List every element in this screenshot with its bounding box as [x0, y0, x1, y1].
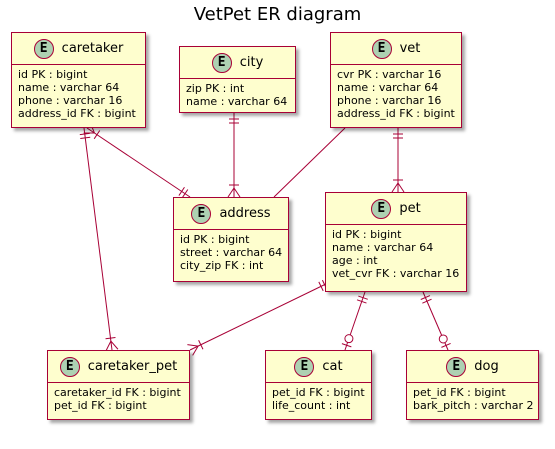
attribute-list: id PK : bigint name : varchar 64 phone :… — [12, 65, 145, 123]
attribute: pet_id FK : bigint — [272, 386, 365, 399]
diagram-title: VetPet ER diagram — [193, 4, 362, 25]
attribute-list: pet_id FK : bigint life_count : int — [266, 383, 371, 415]
entity-icon: E — [59, 356, 80, 377]
attribute: vet_cvr FK : varchar 16 — [332, 267, 460, 280]
entity-icon: E — [191, 203, 212, 224]
attribute-list: cvr PK : varchar 16 name : varchar 64 ph… — [331, 65, 461, 123]
attribute: age : int — [332, 254, 378, 267]
relationship-pet-cat — [341, 291, 368, 351]
entity-name: vet — [399, 41, 421, 56]
attribute-list: pet_id FK : bigint bark_pitch : varchar … — [407, 383, 538, 415]
attribute: name : varchar 64 — [332, 241, 434, 254]
attribute: bark_pitch : varchar 2 — [413, 399, 534, 412]
entity-icon: E — [211, 52, 232, 73]
entity-header: E caretaker_pet — [48, 351, 189, 383]
entity-city[interactable]: E city zip PK : int name : varchar 64 — [179, 46, 296, 113]
attribute: zip PK : int — [186, 82, 245, 95]
attribute: pet_id FK : bigint — [413, 386, 506, 399]
attribute: phone : varchar 16 — [337, 94, 442, 107]
relationship-caretaker-address — [83, 122, 191, 199]
attribute: city_zip FK : int — [180, 259, 264, 272]
entity-name: caretaker — [61, 41, 124, 56]
relationship-vet-pet — [391, 128, 405, 193]
attribute: address_id FK : bigint — [337, 107, 455, 120]
relationship-city-address — [227, 113, 241, 198]
entity-icon: E — [33, 38, 54, 59]
entity-header: E dog — [407, 351, 538, 383]
attribute-list: caretaker_id FK : bigint pet_id FK : big… — [48, 383, 189, 415]
attribute: id PK : bigint — [332, 228, 402, 241]
entity-name: caretaker_pet — [87, 359, 178, 374]
entity-header: E pet — [326, 193, 466, 225]
attribute: phone : varchar 16 — [18, 94, 123, 107]
attribute: street : varchar 64 — [180, 246, 283, 259]
entity-cat[interactable]: E cat pet_id FK : bigint life_count : in… — [265, 350, 372, 420]
entity-icon: E — [371, 38, 392, 59]
attribute: name : varchar 64 — [186, 95, 288, 108]
entity-address[interactable]: E address id PK : bigint street : varcha… — [173, 197, 289, 282]
entity-caretaker-pet[interactable]: E caretaker_pet caretaker_id FK : bigint… — [47, 350, 190, 420]
entity-icon: E — [446, 356, 467, 377]
entity-name: pet — [399, 201, 421, 216]
entity-name: cat — [322, 359, 343, 374]
attribute: name : varchar 64 — [337, 81, 439, 94]
attribute: name : varchar 64 — [18, 81, 120, 94]
attribute-list: id PK : bigint street : varchar 64 city_… — [174, 230, 288, 275]
relationship-vet-address — [273, 127, 346, 198]
attribute: caretaker_id FK : bigint — [54, 386, 181, 399]
entity-caretaker[interactable]: E caretaker id PK : bigint name : varcha… — [11, 32, 146, 128]
attribute: cvr PK : varchar 16 — [337, 68, 442, 81]
entity-header: E caretaker — [12, 33, 145, 65]
attribute: life_count : int — [272, 399, 351, 412]
entity-name: dog — [474, 359, 499, 374]
entity-icon: E — [294, 356, 315, 377]
entity-icon: E — [371, 198, 392, 219]
attribute-list: zip PK : int name : varchar 64 — [180, 79, 295, 111]
entity-header: E address — [174, 198, 288, 230]
entity-header: E vet — [331, 33, 461, 65]
entity-name: city — [239, 55, 264, 70]
attribute: id PK : bigint — [18, 68, 88, 81]
attribute-list: id PK : bigint name : varchar 64 age : i… — [326, 225, 466, 283]
relationship-caretaker-caretaker-pet — [79, 127, 119, 351]
attribute: address_id FK : bigint — [18, 107, 136, 120]
attribute: id PK : bigint — [180, 233, 250, 246]
relationship-pet-dog — [420, 291, 451, 351]
entity-header: E cat — [266, 351, 371, 383]
entity-dog[interactable]: E dog pet_id FK : bigint bark_pitch : va… — [406, 350, 539, 420]
relationship-pet-caretaker-pet — [187, 279, 331, 356]
entity-header: E city — [180, 47, 295, 79]
attribute: pet_id FK : bigint — [54, 399, 147, 412]
entity-name: address — [219, 206, 271, 221]
entity-pet[interactable]: E pet id PK : bigint name : varchar 64 a… — [325, 192, 467, 292]
entity-vet[interactable]: E vet cvr PK : varchar 16 name : varchar… — [330, 32, 462, 128]
